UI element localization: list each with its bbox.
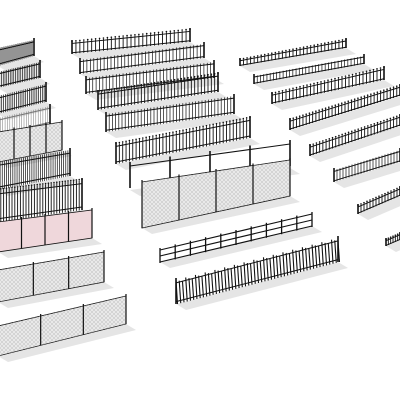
fence-panel [0, 38, 44, 72]
fence-panel [141, 158, 300, 234]
fence-panel [97, 72, 228, 116]
fence-panel [105, 94, 244, 138]
fence-panel [0, 294, 136, 362]
fence-panel [289, 84, 400, 136]
fence-panel [71, 28, 200, 60]
fence-panel [159, 212, 322, 268]
fence-panel [0, 250, 114, 308]
fence-panel [385, 232, 400, 252]
fence-panel [115, 116, 260, 170]
fence-panel [0, 208, 102, 258]
fence-panel [271, 66, 394, 110]
fence-panel [239, 38, 356, 72]
fence-panel [333, 148, 400, 188]
fence-panel [357, 186, 400, 220]
fence-panel [309, 114, 400, 162]
fence-panel [0, 60, 50, 94]
fence-panel [253, 54, 374, 90]
fence-panel [0, 82, 56, 120]
fence-panel [175, 236, 348, 310]
fence-panel [79, 42, 214, 80]
